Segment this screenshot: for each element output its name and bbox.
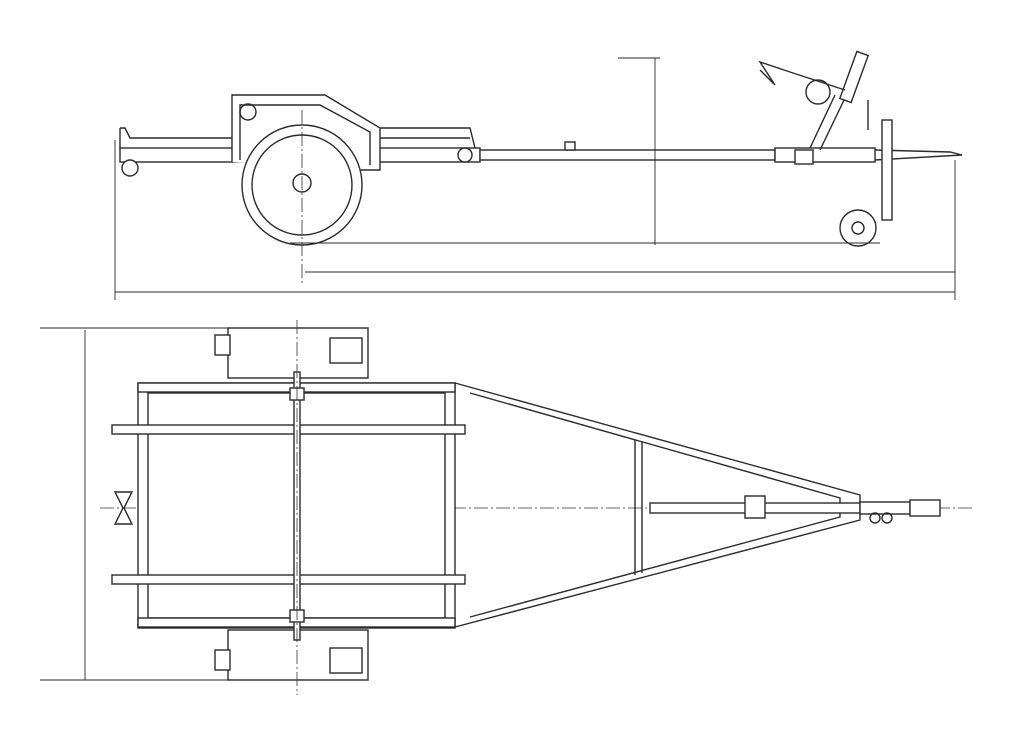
rear-roller-top [113,491,134,525]
drawbar [454,382,941,628]
top-view [40,320,975,695]
jockey-wheel [839,100,893,247]
side-view [114,50,963,300]
dimension-lines [114,57,956,300]
width-dimension [40,320,298,695]
rear-roller [121,147,473,177]
winch-post [758,50,870,151]
wheels-top [214,327,369,681]
frame-top [111,371,466,641]
side-frame [119,127,963,165]
